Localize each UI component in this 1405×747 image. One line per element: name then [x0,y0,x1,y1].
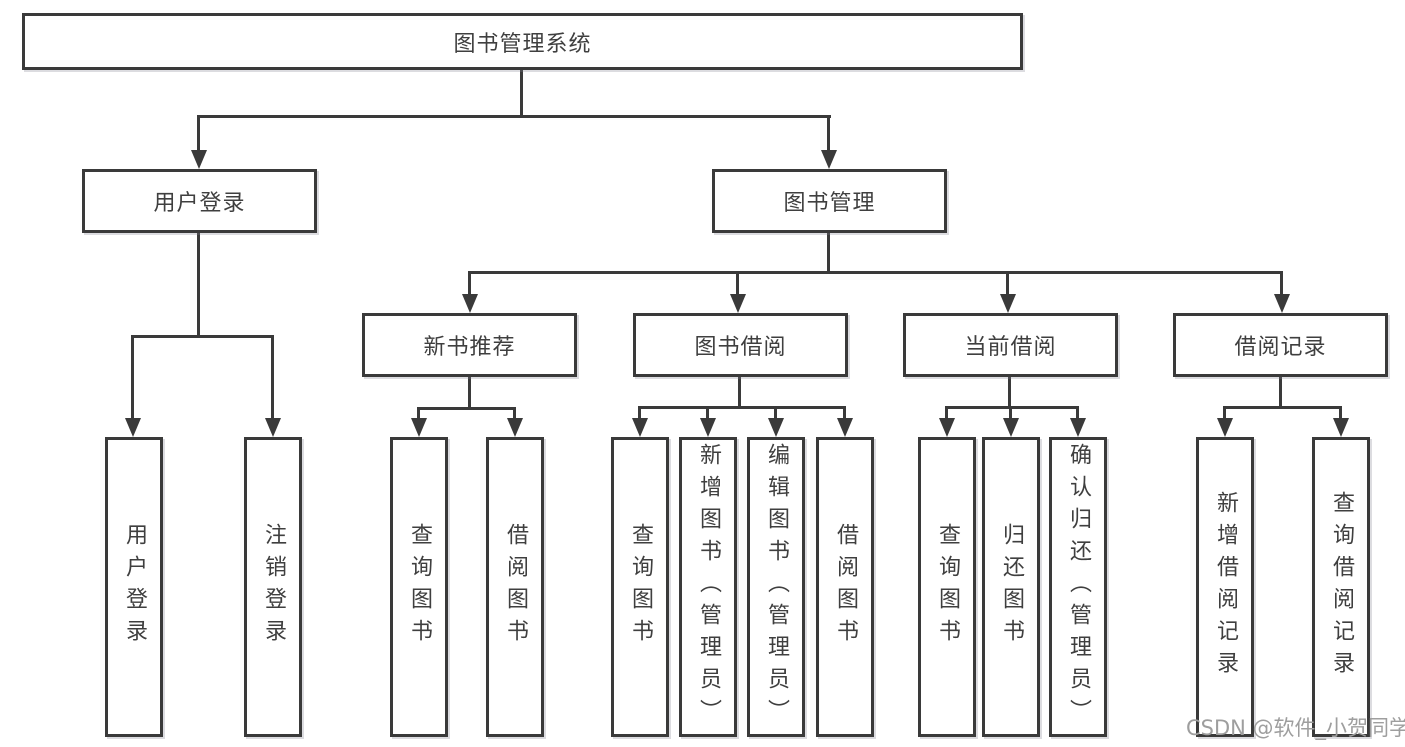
node-root: 图书管理系统 [22,13,1023,70]
node-current-borrow: 当前借阅 [903,313,1118,377]
leaf-user-login: 用户登录 [105,437,163,737]
connector-line [468,271,1283,274]
leaf-user-login-label: 用户登录 [122,523,147,651]
leaf-borrow-books-recommend: 借阅图书 [486,437,544,737]
leaf-query-books-borrow-label: 查询图书 [628,523,653,651]
connector-line [271,335,274,420]
connector-arrowhead [125,418,141,437]
connector-line [843,406,846,420]
node-book-management-label: 图书管理 [783,191,876,216]
leaf-query-borrow-record-label: 查询借阅记录 [1329,491,1354,683]
connector-line [468,272,471,297]
node-current-borrow-label: 当前借阅 [964,335,1057,360]
connector-line [197,233,200,337]
node-book-borrow-label: 图书借阅 [694,335,787,360]
leaf-confirm-return-admin-label: 确认归还（管理员） [1066,443,1091,731]
connector-line [945,406,1079,409]
connector-line [945,406,948,420]
leaf-query-borrow-record: 查询借阅记录 [1312,437,1370,737]
connector-arrowhead [1070,418,1086,437]
connector-line [638,406,641,420]
node-root-label: 图书管理系统 [453,31,592,57]
connector-line [197,116,200,152]
connector-arrowhead [411,418,427,437]
connector-arrowhead [768,418,784,437]
connector-line [1223,406,1342,409]
connector-line [1279,376,1282,408]
node-new-book-recommend: 新书推荐 [362,313,577,377]
connector-line [738,376,741,408]
connector-arrowhead [730,294,746,313]
connector-line [1223,406,1226,420]
connector-line [417,407,516,410]
connector-arrowhead [939,418,955,437]
connector-line [520,69,523,118]
connector-arrowhead [507,418,523,437]
connector-line [1008,376,1011,408]
connector-arrowhead [265,418,281,437]
leaf-edit-book-admin: 编辑图书（管理员） [747,437,805,737]
node-user-login-label: 用户登录 [153,191,246,216]
connector-line [638,406,846,409]
node-new-book-recommend-label: 新书推荐 [423,335,516,360]
csdn-watermark: CSDN @软件_小贺同学 [1186,716,1405,740]
leaf-query-books-recommend-label: 查询图书 [407,523,432,651]
connector-arrowhead [1217,418,1233,437]
connector-arrowhead [191,150,207,169]
leaf-confirm-return-admin: 确认归还（管理员） [1049,437,1107,737]
leaf-borrow-books-borrow-label: 借阅图书 [833,523,858,651]
connector-line [774,406,777,420]
connector-arrowhead [1333,418,1349,437]
connector-line [131,335,274,338]
node-borrow-records-label: 借阅记录 [1234,335,1327,360]
connector-arrowhead [1274,294,1290,313]
leaf-edit-book-admin-label: 编辑图书（管理员） [764,443,789,731]
node-user-login: 用户登录 [82,169,317,233]
connector-line [1076,406,1079,420]
connector-line [197,115,831,118]
leaf-return-books-label: 归还图书 [999,523,1024,651]
connector-arrowhead [1003,418,1019,437]
connector-line [706,406,709,420]
node-borrow-records: 借阅记录 [1173,313,1388,377]
leaf-borrow-books-borrow: 借阅图书 [816,437,874,737]
connector-arrowhead [821,150,837,169]
connector-line [736,272,739,297]
connector-arrowhead [462,294,478,313]
connector-line [1009,406,1012,420]
leaf-borrow-books-recommend-label: 借阅图书 [503,523,528,651]
leaf-query-books-borrow: 查询图书 [611,437,669,737]
connector-line [513,407,516,420]
connector-line [468,376,471,409]
node-book-management: 图书管理 [712,169,947,233]
connector-line [131,335,134,420]
leaf-query-books-recommend: 查询图书 [390,437,448,737]
leaf-add-book-admin: 新增图书（管理员） [679,437,737,737]
leaf-add-borrow-record: 新增借阅记录 [1196,437,1254,737]
connector-line [1280,272,1283,297]
connector-line [417,407,420,420]
connector-arrowhead [837,418,853,437]
connector-arrowhead [700,418,716,437]
leaf-add-borrow-record-label: 新增借阅记录 [1213,491,1238,683]
leaf-query-books-current-label: 查询图书 [935,523,960,651]
leaf-return-books: 归还图书 [982,437,1040,737]
connector-line [827,233,830,274]
leaf-add-book-admin-label: 新增图书（管理员） [696,443,721,731]
connector-arrowhead [632,418,648,437]
connector-arrowhead [1000,294,1016,313]
node-book-borrow: 图书借阅 [633,313,848,377]
connector-line [1006,272,1009,297]
leaf-query-books-current: 查询图书 [918,437,976,737]
connector-line [1339,406,1342,420]
connector-line [827,116,830,153]
leaf-logout-label: 注销登录 [261,523,286,651]
leaf-logout: 注销登录 [244,437,302,737]
